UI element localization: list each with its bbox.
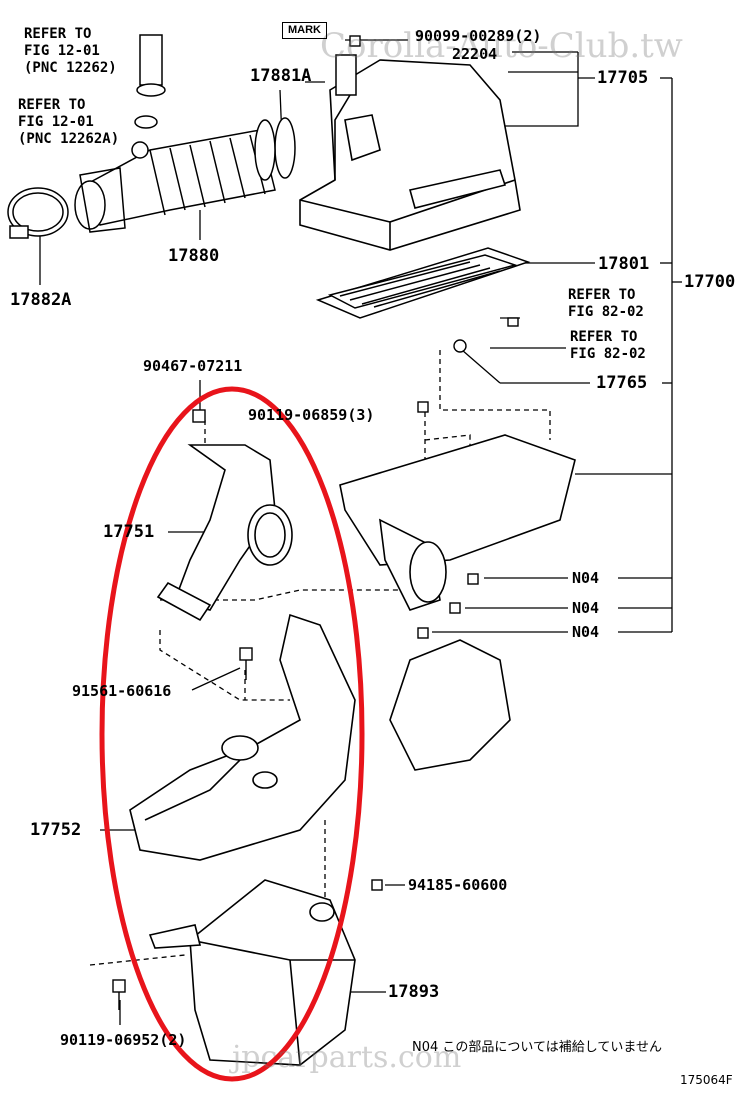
ref-left-2-line2: FIG 12-01 [18, 114, 94, 130]
ref-left-2-line3: (PNC 12262A) [18, 131, 120, 147]
label-17765: 17765 [596, 373, 648, 393]
label-90119-a: 90119-06859(3) [248, 406, 375, 424]
ref-right-2-line2: FIG 82-02 [570, 346, 646, 362]
ref-right-1: REFER TO FIG 82-02 [568, 287, 644, 321]
watermark-top: Corolla-Auto-Club.tw [320, 26, 683, 66]
label-90099: 90099-00289(2) [415, 27, 542, 45]
label-90119-b: 90119-06952(2) [60, 1031, 187, 1049]
ref-left-1-line2: FIG 12-01 [24, 43, 100, 59]
label-17751: 17751 [103, 522, 155, 542]
label-N04-c: N04 [572, 623, 600, 641]
ref-left-2-line1: REFER TO [18, 97, 86, 113]
label-17881A: 17881A [250, 66, 312, 86]
label-17752: 17752 [30, 820, 82, 840]
ref-right-1-line1: REFER TO [568, 287, 636, 303]
label-N04-a: N04 [572, 569, 600, 587]
label-94185: 94185-60600 [408, 876, 508, 894]
highlight-ellipse [99, 386, 365, 1082]
label-91561: 91561-60616 [72, 682, 172, 700]
supply-note: N04 この部品については補給していません [412, 1040, 662, 1055]
ref-left-1-line3: (PNC 12262) [24, 60, 117, 76]
diagram-code: 175064F [680, 1073, 733, 1087]
mark-box: MARK [282, 22, 327, 39]
label-17880: 17880 [168, 246, 220, 266]
label-17801: 17801 [598, 254, 650, 274]
ref-left-2: REFER TO FIG 12-01 (PNC 12262A) [18, 97, 119, 148]
label-17700: 17700 [684, 272, 736, 292]
ref-left-1-line1: REFER TO [24, 26, 92, 42]
ref-right-2: REFER TO FIG 82-02 [570, 329, 646, 363]
ref-right-2-line1: REFER TO [570, 329, 638, 345]
label-90467: 90467-07211 [143, 357, 243, 375]
ref-right-1-line2: FIG 82-02 [568, 304, 644, 320]
label-N04-b: N04 [572, 599, 600, 617]
label-17705: 17705 [597, 68, 649, 88]
label-22204: 22204 [452, 45, 498, 63]
label-17893: 17893 [388, 982, 440, 1002]
watermark-bottom: jpcarparts.com [232, 1040, 462, 1075]
label-17882A: 17882A [10, 290, 72, 310]
ref-left-1: REFER TO FIG 12-01 (PNC 12262) [24, 26, 117, 77]
